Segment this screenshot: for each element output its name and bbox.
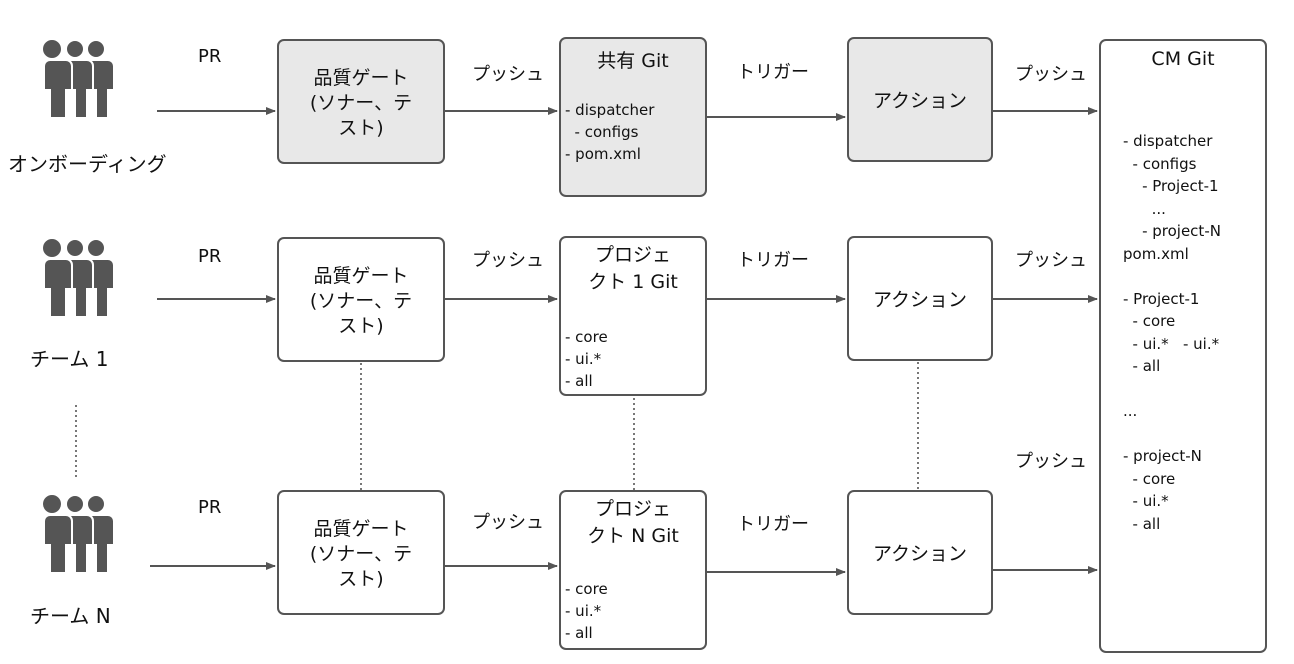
push-label: プッシュ xyxy=(472,512,544,533)
cm-git-item: - core xyxy=(1123,312,1176,330)
project1-git-item: - core xyxy=(565,328,608,346)
cm-git-item: - dispatcher xyxy=(1123,132,1213,150)
project1-git-item: - all xyxy=(565,372,593,390)
shared-git-box: 共有 Git - dispatcher - configs - pom.xml xyxy=(559,37,707,197)
quality-gate-line: 品質ゲート xyxy=(313,67,409,89)
cm-git-title: CM Git xyxy=(1151,48,1215,70)
cm-git-item: - Project-1 xyxy=(1123,177,1219,195)
projectN-git-items: - core - ui.* - all xyxy=(565,578,608,644)
push-label: プッシュ xyxy=(472,250,544,271)
pr-label: PR xyxy=(198,46,222,67)
quality-gate-line: 品質ゲート xyxy=(313,518,409,540)
quality-gate-line: (ソナー、テ xyxy=(309,290,413,312)
cm-git-item: - all xyxy=(1123,357,1161,375)
team-label-teamN: チーム N xyxy=(30,604,111,628)
quality-gate-line: スト) xyxy=(338,568,384,590)
cm-git-item xyxy=(1123,378,1221,401)
push-label: プッシュ xyxy=(472,64,544,85)
shared-git-item: - configs xyxy=(565,123,639,141)
push-label: プッシュ xyxy=(1015,250,1087,271)
cm-git-item: ... xyxy=(1123,199,1166,218)
action-box: アクション xyxy=(847,490,993,615)
cm-git-item: - core xyxy=(1123,469,1176,488)
projectN-git-box: プロジェ クト N Git - core - ui.* - all xyxy=(559,490,707,650)
action-box: アクション xyxy=(847,236,993,361)
cm-git-item: - project-N xyxy=(1123,447,1202,465)
quality-gate-box: 品質ゲート (ソナー、テ スト) xyxy=(277,39,445,164)
shared-git-items: - dispatcher - configs - pom.xml xyxy=(565,99,654,165)
cm-git-item: pom.xml xyxy=(1123,244,1189,263)
projectN-git-item: - core xyxy=(565,580,608,598)
cm-git-items: - dispatcher - configs - Project-1 ... -… xyxy=(1123,130,1221,535)
trigger-label: トリガー xyxy=(737,250,809,271)
project1-git-item: - ui.* xyxy=(565,350,602,368)
push-label: プッシュ xyxy=(1015,451,1087,472)
projectN-git-item: - all xyxy=(565,624,593,642)
cm-git-item: ... xyxy=(1123,402,1138,420)
project1-git-title: プロジェ xyxy=(594,244,671,266)
quality-gate-line: スト) xyxy=(338,315,384,337)
projectN-git-title: プロジェ xyxy=(594,498,671,520)
cm-git-item: - configs xyxy=(1123,154,1197,173)
shared-git-item: - pom.xml xyxy=(565,145,641,163)
action-label: アクション xyxy=(872,289,968,311)
action-box: アクション xyxy=(847,37,993,162)
shared-git-title: 共有 Git xyxy=(597,50,669,72)
people-group-icon xyxy=(38,38,115,118)
quality-gate-box: 品質ゲート (ソナー、テ スト) xyxy=(277,237,445,362)
team-label-onboarding: オンボーディング xyxy=(8,152,167,176)
push-label: プッシュ xyxy=(1015,64,1087,85)
action-label: アクション xyxy=(872,543,968,565)
cm-git-item xyxy=(1123,423,1221,446)
team-label-team1: チーム 1 xyxy=(30,347,109,371)
cm-git-box: CM Git - dispatcher - configs - Project-… xyxy=(1099,39,1267,653)
project1-git-box: プロジェ クト 1 Git - core - ui.* - all xyxy=(559,236,707,396)
trigger-label: トリガー xyxy=(737,514,809,535)
project1-git-title: クト 1 Git xyxy=(588,271,678,293)
projectN-git-title: クト N Git xyxy=(587,525,679,547)
cm-git-item: - project-N xyxy=(1123,222,1221,240)
cm-git-item: - ui.* xyxy=(1123,492,1169,510)
trigger-label: トリガー xyxy=(737,62,809,83)
quality-gate-line: (ソナー、テ xyxy=(309,543,413,565)
action-label: アクション xyxy=(872,90,968,112)
people-group-icon xyxy=(38,237,115,317)
people-group-icon xyxy=(38,493,115,573)
cm-git-item: - ui.* - ui.* xyxy=(1123,334,1220,353)
quality-gate-line: 品質ゲート xyxy=(313,265,409,287)
projectN-git-item: - ui.* xyxy=(565,602,602,620)
project1-git-items: - core - ui.* - all xyxy=(565,326,608,392)
cm-git-item xyxy=(1123,265,1221,288)
shared-git-item: - dispatcher xyxy=(565,101,655,119)
quality-gate-line: スト) xyxy=(338,117,384,139)
pr-label: PR xyxy=(198,497,222,518)
quality-gate-line: (ソナー、テ xyxy=(309,92,413,114)
quality-gate-box: 品質ゲート (ソナー、テ スト) xyxy=(277,490,445,615)
cm-git-item: - Project-1 xyxy=(1123,289,1200,308)
cm-git-item: - all xyxy=(1123,514,1161,533)
pr-label: PR xyxy=(198,246,222,267)
